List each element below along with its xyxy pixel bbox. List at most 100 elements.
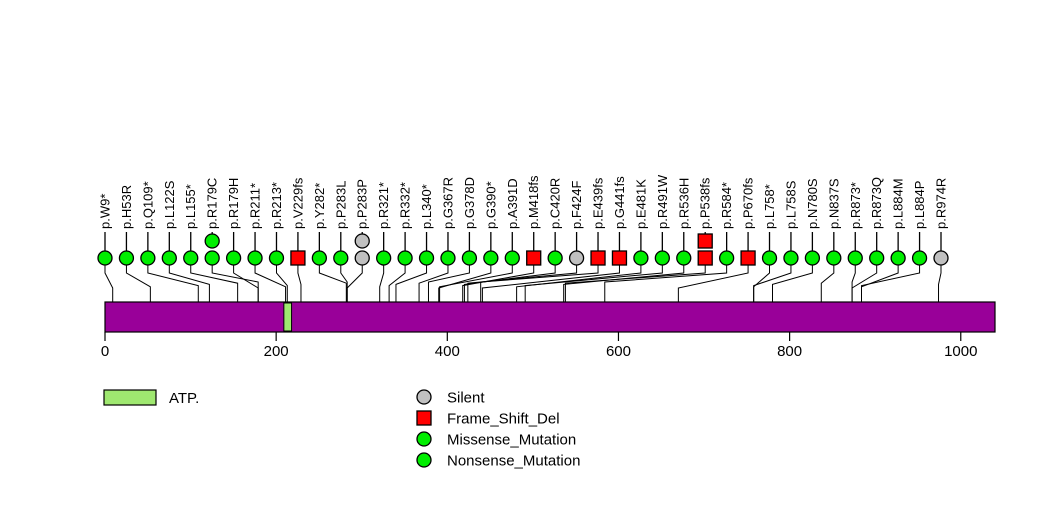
lollipop-marker[interactable] [290, 250, 306, 266]
mutation-label: p.F424F [569, 181, 584, 229]
lollipop-marker[interactable] [333, 250, 349, 266]
mutation-label: p.M418fs [526, 175, 541, 229]
legend-domain-label: ATP. [169, 390, 199, 407]
axis-tick-label: 400 [435, 343, 460, 360]
lollipop-marker[interactable] [697, 250, 713, 266]
lollipop-marker[interactable] [311, 250, 328, 266]
legend-marker[interactable] [416, 389, 432, 405]
lollipop-marker[interactable] [440, 250, 456, 266]
mutation-label: p.R584* [719, 182, 734, 229]
mutation-label: p.P670fs [741, 177, 756, 229]
lollipop-marker[interactable] [161, 250, 177, 266]
mutation-label: p.R873Q [869, 177, 884, 229]
mutation-label: p.R536H [676, 178, 691, 229]
legend-label: Missense_Mutation [447, 432, 576, 449]
lollipop-marker[interactable] [654, 250, 670, 266]
lollipop-marker[interactable] [183, 250, 199, 266]
mutation-label: p.Y282* [312, 183, 327, 229]
lollipop-marker[interactable] [933, 250, 949, 266]
lollipop-marker[interactable] [761, 250, 778, 266]
mutation-label: p.R491W [655, 174, 670, 229]
mutation-label: p.E481K [633, 179, 648, 229]
mutation-label: p.G441fs [612, 176, 627, 229]
mutation-label: p.H53R [119, 185, 134, 229]
legend-label: Frame_Shift_Del [447, 411, 560, 428]
lollipop-marker[interactable] [783, 250, 799, 266]
protein-domain-0[interactable] [283, 302, 293, 332]
mutation-label: p.V229fs [290, 177, 305, 229]
mutation-label: p.L340* [419, 184, 434, 229]
lollipop-marker[interactable] [247, 250, 263, 266]
legend-label: Silent [447, 390, 485, 407]
lollipop-marker[interactable] [826, 250, 842, 266]
axis-tick-label: 1000 [944, 343, 977, 360]
mutation-label: p.R213* [269, 182, 284, 229]
mutation-label: p.W9* [98, 194, 113, 229]
legend-marker[interactable] [416, 452, 432, 468]
mutation-label: p.L884M [891, 178, 906, 229]
legend-marker[interactable] [416, 410, 432, 426]
mutation-label: p.G378D [462, 177, 477, 229]
protein-bar [104, 301, 996, 333]
lollipop-marker[interactable] [418, 250, 435, 266]
lollipop-marker[interactable] [804, 250, 821, 266]
lollipop-marker[interactable] [204, 250, 220, 266]
lollipop-marker[interactable] [526, 250, 542, 266]
mutation-label: p.E439fs [591, 177, 606, 229]
lollipop-marker[interactable] [847, 250, 863, 266]
lollipop-marker[interactable] [504, 250, 520, 266]
mutation-label: p.L758S [783, 180, 798, 229]
lollipop-marker[interactable] [590, 250, 606, 266]
mutation-label: p.R332* [398, 182, 413, 229]
protein-bar-group [104, 301, 996, 333]
lollipop-marker[interactable] [890, 250, 906, 266]
axis-tick-label: 800 [777, 343, 802, 360]
mutation-label: p.L122S [162, 180, 177, 229]
lollipop-marker[interactable] [461, 250, 478, 266]
mutation-label: p.P538fs [698, 177, 713, 229]
mutation-label: p.N780S [805, 178, 820, 229]
lollipop-marker[interactable] [718, 250, 735, 266]
lollipop-marker[interactable] [354, 233, 370, 249]
mutation-label: p.P283P [355, 179, 370, 229]
lollipop-marker[interactable] [611, 250, 628, 266]
lollipop-marker[interactable] [140, 250, 156, 266]
mutation-label: p.C420R [548, 178, 563, 229]
axis-tick-label: 600 [606, 343, 631, 360]
lollipop-marker[interactable] [97, 250, 113, 266]
lollipop-marker[interactable] [740, 250, 756, 266]
mutation-label: p.R179H [226, 178, 241, 229]
lollipop-marker[interactable] [869, 250, 885, 266]
mutation-label: p.R873* [848, 182, 863, 229]
mutation-label: p.R179C [205, 178, 220, 229]
mutation-label: p.P283L [333, 181, 348, 229]
mutation-label: p.L884P [912, 181, 927, 229]
mutation-label: p.G390* [483, 181, 498, 229]
legend-group: ATP. SilentFrame_Shift_DelMissense_Mutati… [103, 389, 580, 470]
lollipop-marker[interactable] [268, 250, 285, 266]
lollipop-marker[interactable] [568, 250, 585, 266]
lollipop-marker[interactable] [911, 250, 928, 266]
lollipop-marker[interactable] [225, 250, 242, 266]
axis-tick-label: 0 [101, 343, 109, 360]
lollipop-marker[interactable] [697, 233, 713, 249]
lollipop-marker[interactable] [376, 250, 392, 266]
mutation-label: p.Q109* [140, 181, 155, 229]
legend-marker[interactable] [416, 431, 432, 447]
lollipop-marker[interactable] [397, 250, 413, 266]
legend-domain-swatch[interactable] [103, 389, 157, 406]
lollipop-marker[interactable] [354, 250, 370, 266]
lollipop-marker[interactable] [483, 250, 499, 266]
mutation-label: p.L758* [762, 184, 777, 229]
mutation-label: p.R974R [934, 178, 949, 229]
lollipop-marker[interactable] [676, 250, 692, 266]
lollipop-marker[interactable] [118, 250, 135, 266]
lollipop-marker[interactable] [204, 233, 220, 249]
lollipop-marker[interactable] [633, 250, 649, 266]
mutation-label: p.R211* [248, 183, 263, 229]
lollipop-marker[interactable] [547, 250, 563, 266]
